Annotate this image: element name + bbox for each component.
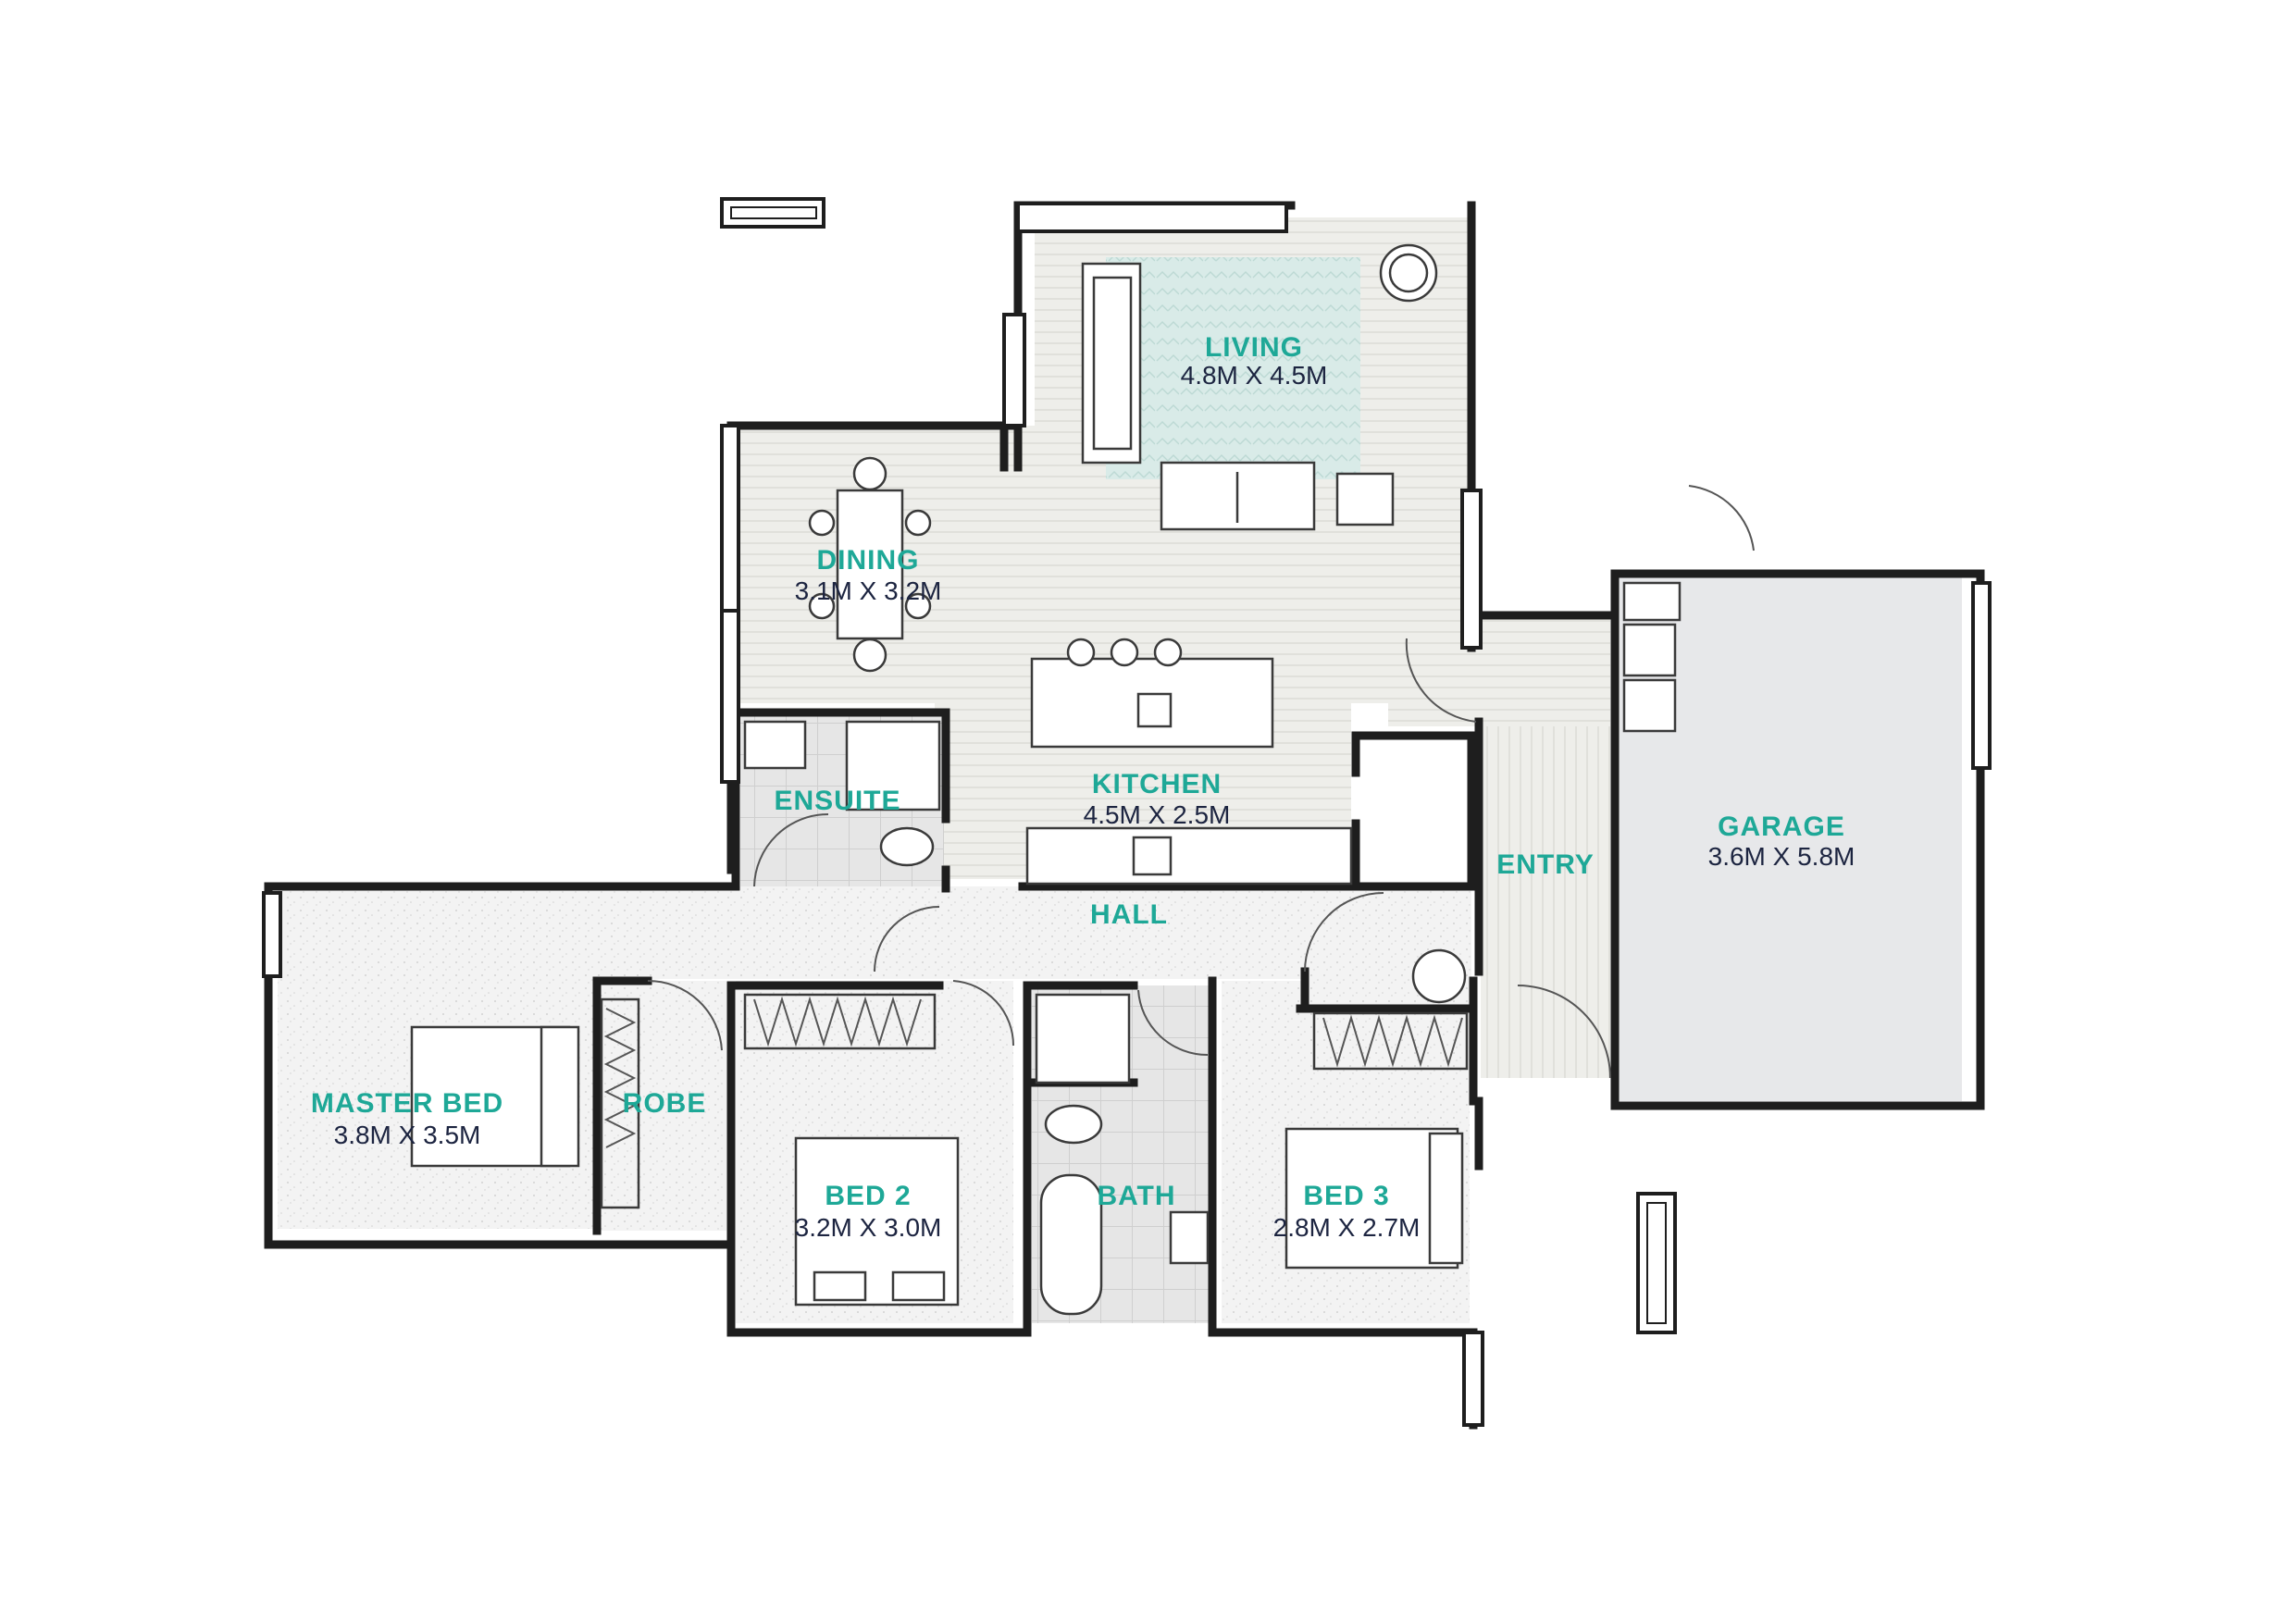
floors xyxy=(278,217,1962,1323)
bed-3-name: BED 3 xyxy=(1303,1181,1389,1211)
hall-door-swing xyxy=(874,906,940,973)
entry-lobby-floor xyxy=(1388,615,1610,726)
dining-size: 3.1M X 3.2M xyxy=(795,576,942,605)
windows xyxy=(262,197,1992,1427)
bed-2-walls xyxy=(726,981,1032,1337)
room-labels: LIVING 4.8M X 4.5M DINING 3.1M X 3.2M KI… xyxy=(311,332,1855,1242)
window-dining-west xyxy=(720,424,740,613)
window-living-west xyxy=(1002,313,1026,427)
bathtub xyxy=(1039,1173,1103,1316)
window-master-west xyxy=(262,891,282,978)
window-north-detached xyxy=(720,197,825,229)
robe-rail xyxy=(600,997,640,1209)
ensuite-toilet xyxy=(879,826,935,867)
garage-name: GARAGE xyxy=(1718,812,1845,842)
laundry-tub xyxy=(1622,581,1682,622)
garage-side-door-swing xyxy=(1688,485,1755,551)
bed-3-wardrobe xyxy=(1312,1011,1469,1071)
master-door-swing xyxy=(647,979,723,1051)
kitchen-name: KITCHEN xyxy=(1092,769,1222,799)
window-garage-east xyxy=(1971,581,1992,770)
dryer xyxy=(1622,678,1677,733)
master-bed-name: MASTER BED xyxy=(311,1088,503,1119)
bed-2-name: BED 2 xyxy=(825,1181,911,1211)
ensuite-door-swing xyxy=(753,813,829,887)
garage-door-swing xyxy=(1405,638,1477,723)
pantry-walls xyxy=(1351,731,1476,891)
furniture xyxy=(410,243,1682,1316)
ensuite-vanity xyxy=(743,720,807,770)
side-table xyxy=(1335,472,1395,527)
bed-3-hangers xyxy=(1322,1014,1463,1068)
dining-name: DINING xyxy=(817,545,920,576)
robe-floor xyxy=(597,981,726,1231)
bed-2-size: 3.2M X 3.0M xyxy=(795,1213,942,1242)
hall-name: HALL xyxy=(1090,899,1168,930)
master-bed-walls xyxy=(264,882,736,1249)
living-rug xyxy=(1106,257,1360,479)
bath-name: BATH xyxy=(1097,1181,1175,1211)
hot-water-cylinder xyxy=(1411,948,1467,1004)
window-detached-east xyxy=(1636,1192,1677,1334)
bed-2-door-swing xyxy=(952,980,1015,1047)
bed-2-hangers xyxy=(753,996,922,1047)
ensuite-shower xyxy=(845,720,941,812)
garage-walls xyxy=(1610,569,1985,1110)
bed-3-door-swing xyxy=(1304,892,1384,973)
bed-3-walls xyxy=(1208,1328,1478,1430)
robe-name: ROBE xyxy=(623,1088,707,1119)
bed-2-wardrobe xyxy=(743,993,937,1050)
robe-hangers xyxy=(603,1008,637,1148)
bath-vanity xyxy=(1169,1210,1210,1265)
window-living-north xyxy=(1016,202,1288,233)
living-name: LIVING xyxy=(1205,332,1303,363)
kitchen-bench xyxy=(1025,826,1353,886)
bath-shower xyxy=(1035,993,1131,1084)
bath-toilet xyxy=(1044,1104,1103,1145)
bed-3-size: 2.8M X 2.7M xyxy=(1273,1213,1421,1242)
entry-door-swing xyxy=(1517,985,1611,1079)
entry-name: ENTRY xyxy=(1496,849,1595,880)
ensuite-name: ENSUITE xyxy=(774,786,900,816)
bath-door-swing xyxy=(1137,989,1209,1057)
window-living-east xyxy=(1460,489,1483,650)
window-bed3-east xyxy=(1462,1331,1484,1427)
washing-machine xyxy=(1622,623,1677,677)
master-bed-size: 3.8M X 3.5M xyxy=(334,1121,481,1149)
living-size: 4.8M X 4.5M xyxy=(1181,361,1328,390)
kitchen-size: 4.5M X 2.5M xyxy=(1084,800,1231,829)
ensuite-walls xyxy=(731,708,950,824)
garage-size: 3.6M X 5.8M xyxy=(1708,842,1855,871)
